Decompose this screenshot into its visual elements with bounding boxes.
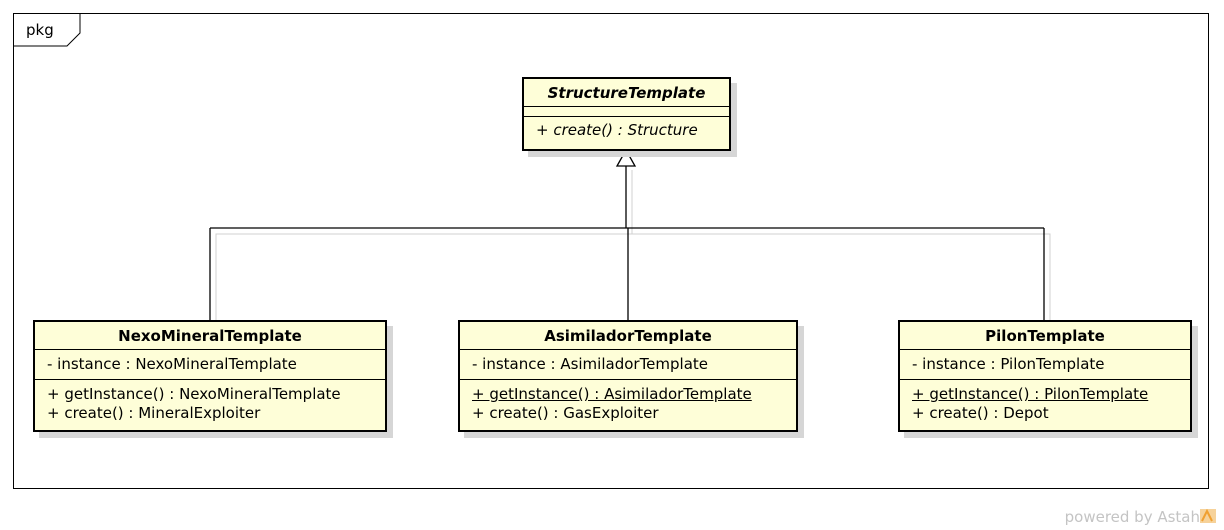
static-operation: + getInstance() : PilonTemplate: [912, 385, 1149, 403]
operation: + create() : MineralExploiter: [47, 404, 261, 422]
package-tab: [13, 13, 81, 47]
package-frame: [13, 13, 1209, 489]
operation: + getInstance() : NexoMineralTemplate: [47, 385, 341, 403]
attributes-compartment: - instance : NexoMineralTemplate: [35, 350, 385, 380]
attribute: - instance : NexoMineralTemplate: [47, 355, 297, 373]
operation: + create() : Structure: [536, 121, 698, 139]
operation: + create() : Depot: [912, 404, 1049, 422]
attributes-compartment: - instance : PilonTemplate: [900, 350, 1190, 380]
astah-logo-icon: [1200, 509, 1216, 523]
operations-compartment: + getInstance() : AsimiladorTemplate + c…: [460, 380, 796, 425]
attributes-compartment: [524, 107, 729, 117]
class-name: NexoMineralTemplate: [35, 322, 385, 350]
operations-compartment: + create() : Structure: [524, 117, 729, 142]
class-name: StructureTemplate: [524, 79, 729, 107]
attribute: - instance : AsimiladorTemplate: [472, 355, 709, 373]
operation: + create() : GasExploiter: [472, 404, 659, 422]
operations-compartment: + getInstance() : NexoMineralTemplate + …: [35, 380, 385, 425]
class-structure-template[interactable]: StructureTemplate + create() : Structure: [522, 77, 731, 151]
static-operation: + getInstance() : AsimiladorTemplate: [472, 385, 752, 403]
class-nexo-mineral-template[interactable]: NexoMineralTemplate - instance : NexoMin…: [33, 320, 387, 432]
inheritance-arrowhead: [615, 148, 637, 167]
operations-compartment: + getInstance() : PilonTemplate + create…: [900, 380, 1190, 425]
class-name: PilonTemplate: [900, 322, 1190, 350]
astah-watermark: powered by Astah: [1065, 508, 1216, 526]
class-asimilador-template[interactable]: AsimiladorTemplate - instance : Asimilad…: [458, 320, 798, 432]
class-name: AsimiladorTemplate: [460, 322, 796, 350]
attribute: - instance : PilonTemplate: [912, 355, 1105, 373]
watermark-text: powered by Astah: [1064, 508, 1200, 526]
attributes-compartment: - instance : AsimiladorTemplate: [460, 350, 796, 380]
class-pilon-template[interactable]: PilonTemplate - instance : PilonTemplate…: [898, 320, 1192, 432]
package-label: pkg: [26, 21, 54, 39]
